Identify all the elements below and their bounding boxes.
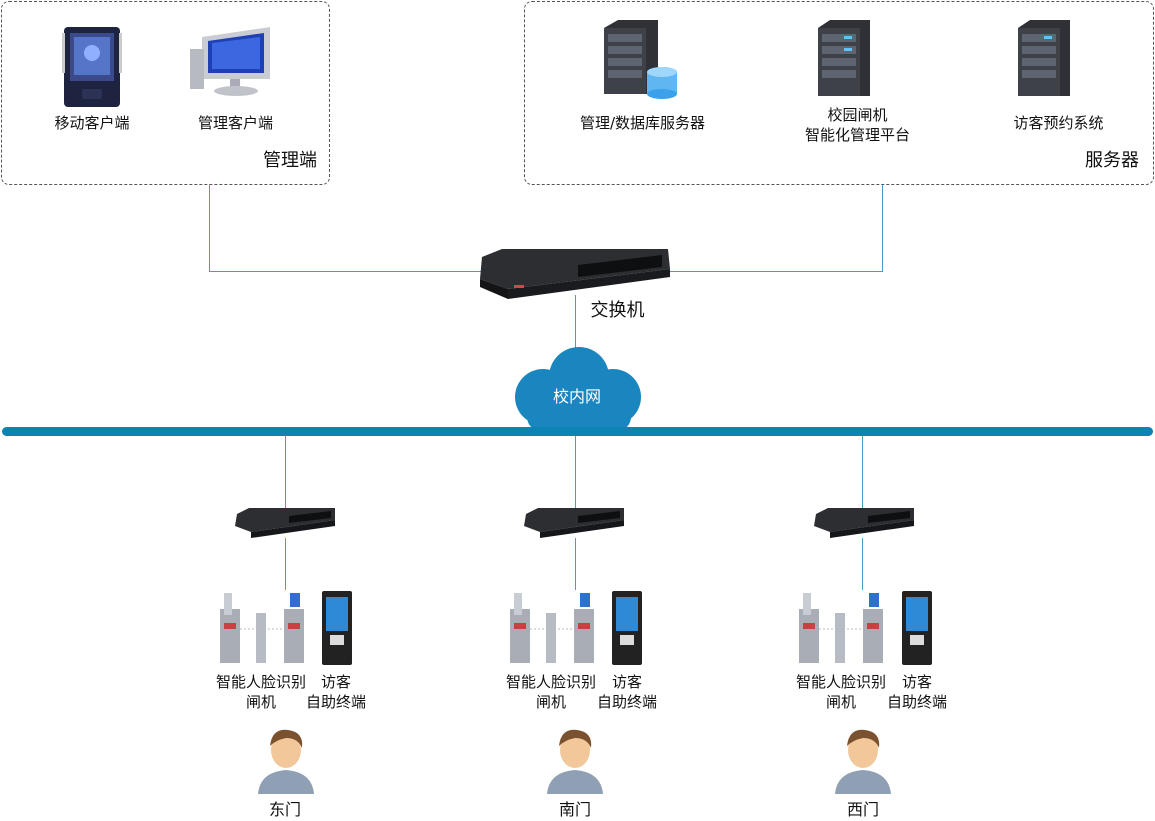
db-server-label: 管理/数据库服务器 — [579, 114, 706, 132]
kiosk-label-south: 访客 自助终端 — [593, 672, 661, 712]
platform-label-line1: 校园闸机 — [827, 106, 888, 124]
management-group: 管理端 — [1, 1, 330, 185]
connector-servers — [882, 185, 883, 272]
person-avatar-west-icon — [835, 729, 891, 794]
gate-label-east-line2: 闸机 — [245, 693, 276, 711]
access-switch-south-icon — [524, 508, 624, 538]
person-avatar-south-icon — [547, 729, 603, 794]
location-label-west: 西门 — [846, 800, 879, 819]
campus-network-cloud-icon — [515, 347, 641, 431]
location-label-east: 东门 — [268, 800, 301, 819]
switch-to-gate-west — [862, 538, 863, 590]
gate-label-south-line1: 智能人脸识别 — [505, 673, 596, 691]
gate-label-south-line2: 闸机 — [535, 693, 566, 711]
bus-to-switch-west — [862, 436, 863, 510]
location-label-south: 南门 — [558, 800, 591, 819]
kiosk-label-east-line2: 自助终端 — [305, 693, 366, 711]
server-group-label: 服务器 — [1085, 150, 1139, 171]
switch-to-gate-east — [285, 538, 286, 590]
visitor-kiosk-east-icon — [322, 591, 352, 665]
gate-label-west-line1: 智能人脸识别 — [795, 673, 886, 691]
kiosk-label-east-line1: 访客 — [320, 673, 351, 691]
face-recognition-gate-west-icon — [799, 593, 883, 663]
platform-label-line2: 智能化管理平台 — [804, 126, 910, 144]
kiosk-label-west-line1: 访客 — [901, 673, 932, 691]
switch-to-gate-south — [575, 538, 576, 590]
desktop-computer-icon — [190, 27, 270, 96]
bus-to-switch-south — [575, 436, 576, 510]
platform-label: 校园闸机 智能化管理平台 — [790, 105, 925, 145]
server-group: 服务器 — [524, 1, 1154, 185]
kiosk-label-west: 访客 自助终端 — [883, 672, 951, 712]
person-avatar-east-icon — [258, 729, 314, 794]
platform-server-icon — [818, 20, 870, 96]
visitor-server-icon — [1018, 20, 1070, 96]
gate-label-west-line2: 闸机 — [825, 693, 856, 711]
face-recognition-gate-south-icon — [510, 593, 594, 663]
mobile-client-label: 移动客户端 — [54, 114, 130, 132]
connector-switch-cloud — [575, 295, 576, 355]
kiosk-label-east: 访客 自助终端 — [302, 672, 370, 712]
gate-label-south: 智能人脸识别 闸机 — [503, 672, 599, 712]
access-switch-east-icon — [235, 508, 335, 538]
database-server-icon — [604, 20, 677, 99]
face-recognition-gate-east-icon — [220, 593, 304, 663]
gate-label-east: 智能人脸识别 闸机 — [213, 672, 309, 712]
kiosk-label-west-line2: 自助终端 — [886, 693, 947, 711]
mobile-terminal-icon — [62, 27, 122, 107]
network-backbone-bus — [2, 427, 1153, 436]
visitor-kiosk-south-icon — [612, 591, 642, 665]
core-switch-label: 交换机 — [590, 300, 645, 321]
kiosk-label-south-line1: 访客 — [611, 673, 642, 691]
visitor-system-label: 访客预约系统 — [1013, 114, 1104, 132]
connector-management — [209, 185, 210, 272]
gate-label-east-line1: 智能人脸识别 — [215, 673, 306, 691]
connector-management-h — [209, 271, 484, 272]
gate-label-west: 智能人脸识别 闸机 — [793, 672, 889, 712]
bus-to-switch-east — [285, 436, 286, 510]
visitor-kiosk-west-icon — [902, 591, 932, 665]
management-client-label: 管理客户端 — [197, 114, 273, 132]
core-switch-icon — [480, 249, 670, 299]
connector-servers-h — [668, 271, 883, 272]
campus-network-label: 校内网 — [552, 387, 601, 406]
kiosk-label-south-line2: 自助终端 — [596, 693, 657, 711]
access-switch-west-icon — [814, 508, 914, 538]
management-group-label: 管理端 — [263, 150, 317, 171]
